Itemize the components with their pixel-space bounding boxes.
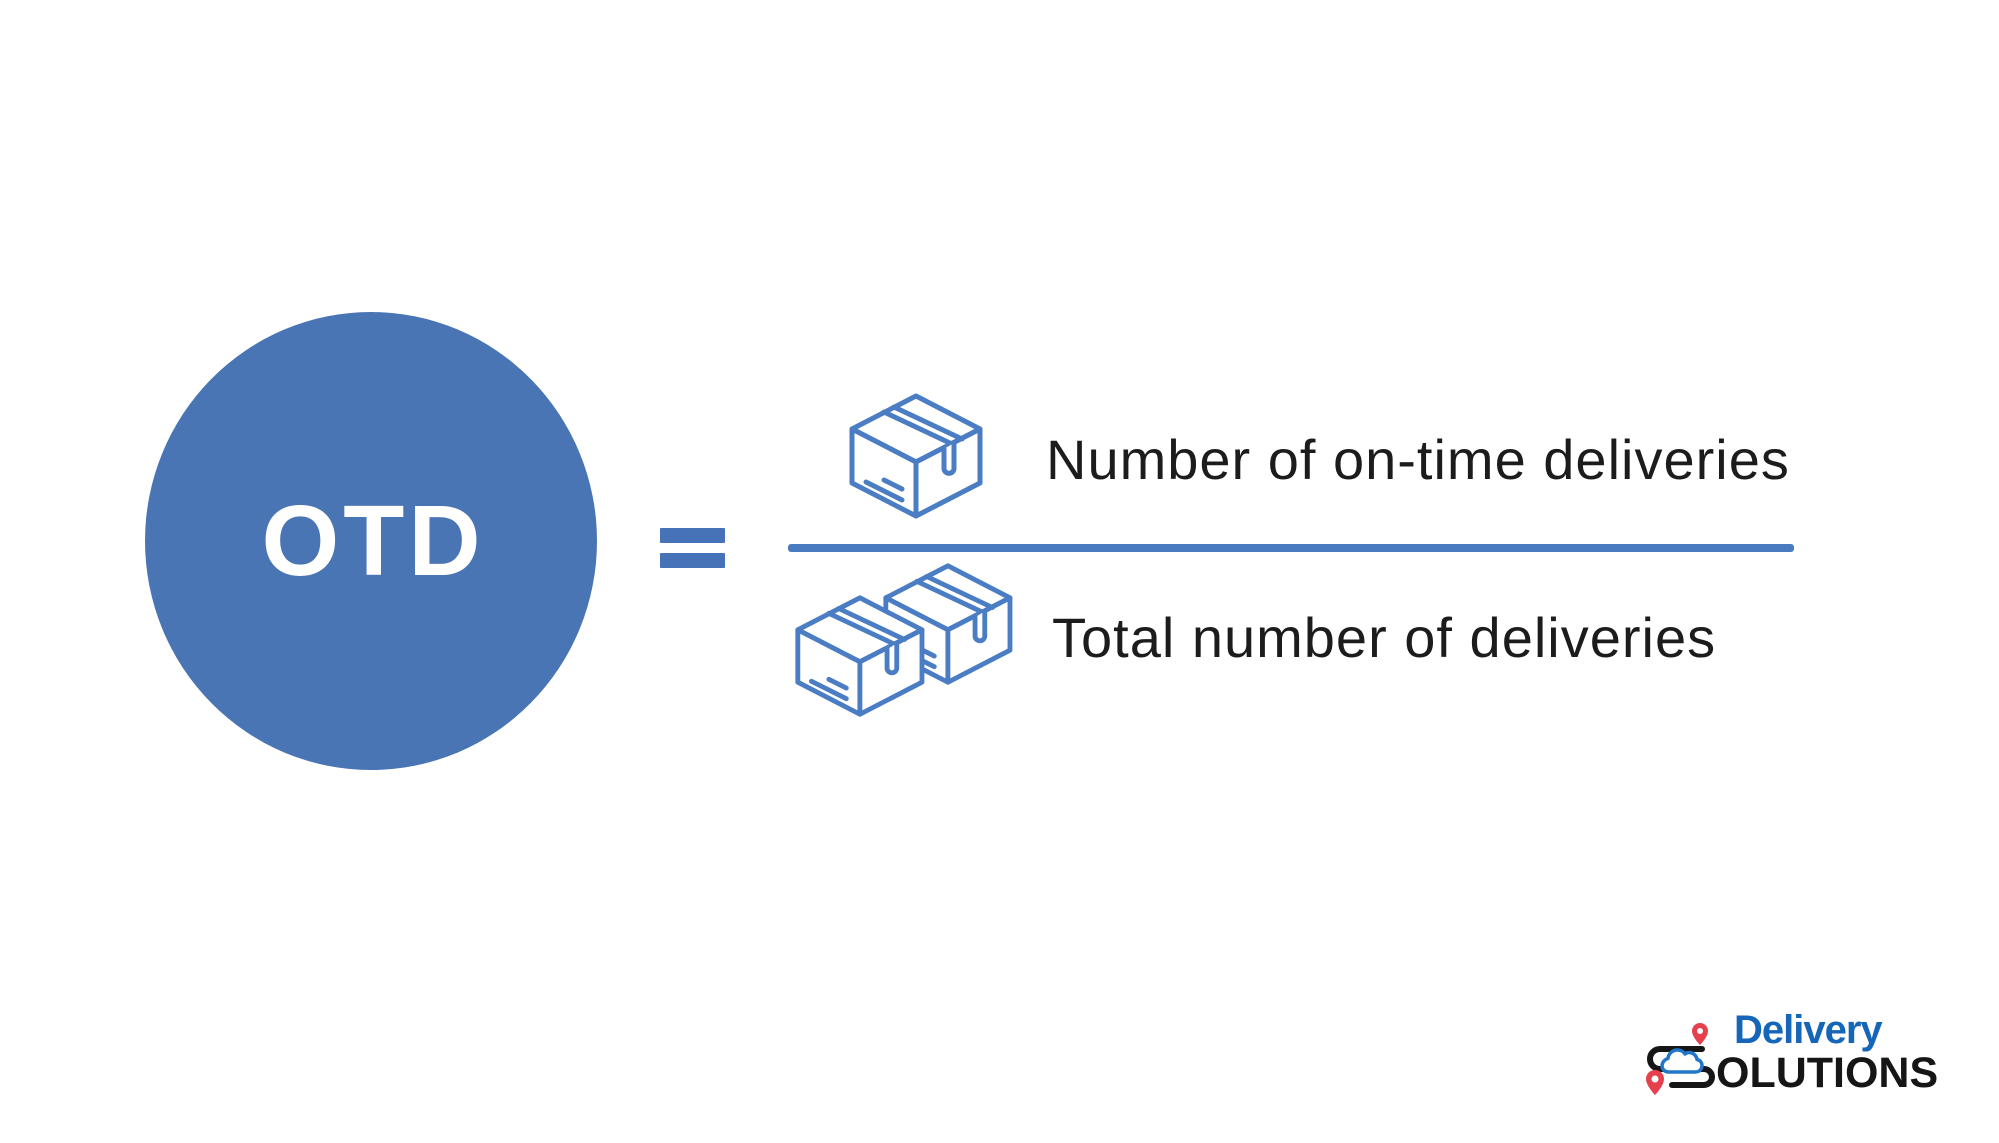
map-pin-icon [1646, 1070, 1664, 1095]
metric-abbreviation: OTD [261, 485, 485, 597]
map-pin-icon [1692, 1023, 1708, 1045]
cloud-icon [1660, 1048, 1704, 1074]
two-package-boxes-icon [790, 558, 1022, 728]
equals-top-bar [660, 528, 725, 543]
fraction-divider-line [788, 544, 1794, 552]
package-box-icon [846, 390, 986, 522]
delivery-solutions-logo: Delivery OLUTIONS [1638, 1008, 1950, 1110]
equals-bottom-bar [660, 553, 725, 568]
equals-sign [660, 528, 725, 568]
route-icon [1647, 1046, 1715, 1088]
numerator-label: Number of on-time deliveries [1046, 428, 1790, 491]
otd-circle-badge: OTD [145, 312, 597, 770]
denominator-label: Total number of deliveries [1052, 606, 1717, 669]
logo-text-solutions: OLUTIONS [1716, 1049, 1939, 1097]
logo-text-delivery: Delivery [1734, 1008, 1883, 1052]
logo-route-mark [1646, 1023, 1715, 1095]
